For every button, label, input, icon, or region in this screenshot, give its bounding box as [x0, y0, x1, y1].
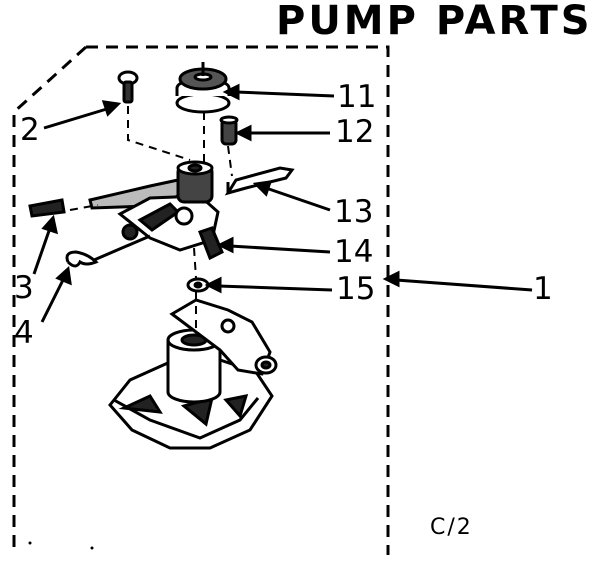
assembly-boundary [12, 45, 390, 555]
pump-mechanism [88, 160, 224, 261]
page-code: C/2 [430, 515, 473, 540]
plug-part [219, 115, 239, 146]
label-15: 15 [336, 271, 376, 307]
clip-part [65, 250, 99, 268]
pump-housing [108, 298, 278, 450]
washer-part [186, 277, 210, 293]
label-13: 13 [334, 194, 374, 230]
label-2: 2 [20, 112, 40, 148]
pin-part [28, 198, 66, 218]
label-12: 12 [335, 114, 375, 150]
label-3: 3 [14, 270, 34, 306]
label-4: 4 [14, 315, 34, 351]
diagram-title: PUMP PARTS [276, 0, 593, 44]
alignment-lines [69, 106, 233, 330]
lever-part [224, 166, 295, 196]
label-11: 11 [337, 79, 377, 115]
scan-specks [28, 541, 94, 550]
pulley-part [175, 62, 231, 114]
label-1: 1 [533, 271, 553, 307]
screw-part [117, 70, 139, 104]
leader-arrows [32, 83, 533, 323]
label-14: 14 [334, 234, 374, 270]
